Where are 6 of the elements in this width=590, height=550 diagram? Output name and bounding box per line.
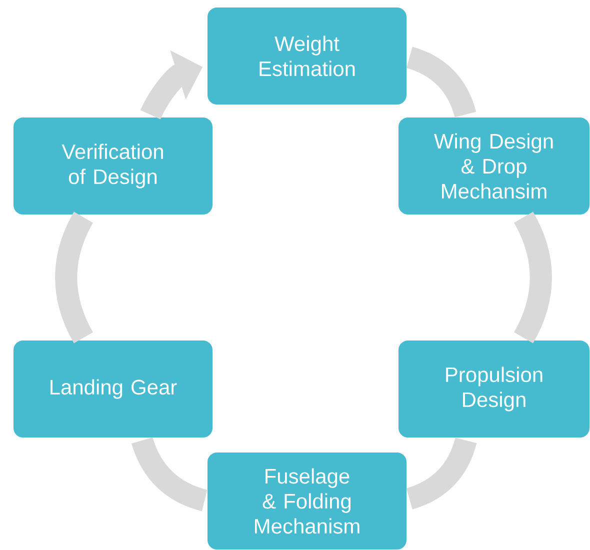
process-box: Weight Estimation: [206, 6, 408, 106]
process-box: Wing Design & Drop Mechansim: [398, 116, 590, 216]
process-box: Propulsion Design: [398, 340, 590, 438]
process-box: Landing Gear: [12, 340, 214, 438]
process-box: Verification of Design: [12, 116, 214, 216]
process-box: Fuselage & Folding Mechanism: [206, 452, 408, 550]
